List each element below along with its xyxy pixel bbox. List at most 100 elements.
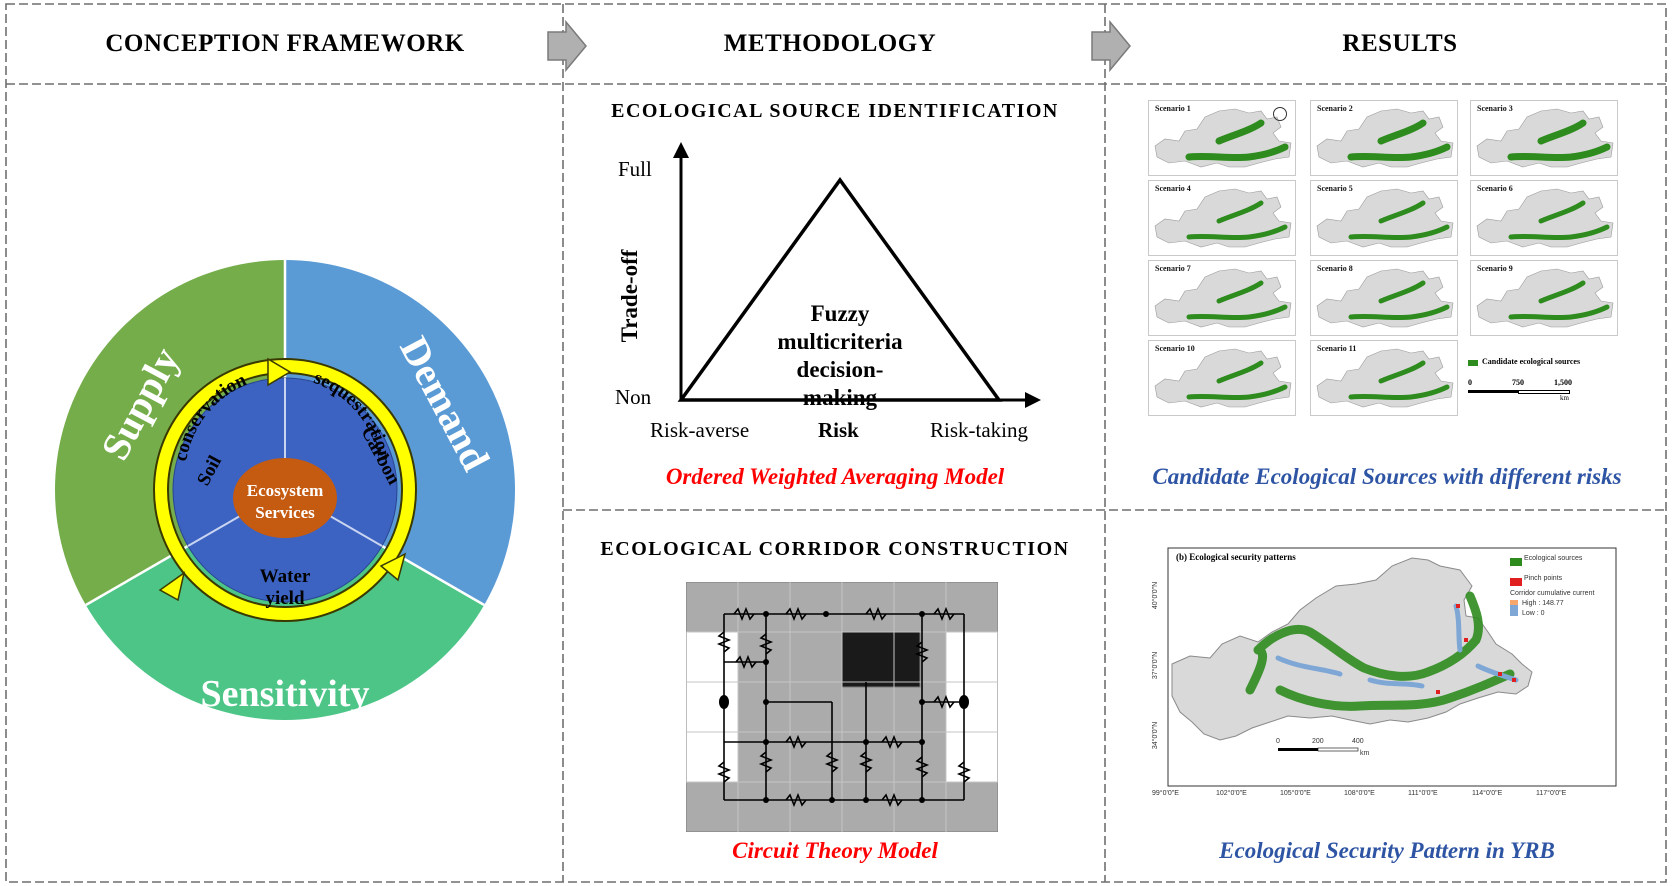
scale-0: 0 [1468,378,1472,387]
esp-scale-unit: km [1360,750,1370,757]
candidate-sources [1348,280,1450,321]
candidate-sources [1186,360,1288,401]
barrier-cell [841,631,921,688]
esp-scale-200: 200 [1312,738,1324,745]
y-axis-title: Trade-off [617,249,642,343]
scenario-label: Scenario 10 [1155,344,1195,353]
scenario-panel: Scenario 1 Scenario 2 Scenario 3 Scenario 4… [1148,100,1628,440]
pinch-points [1436,604,1516,694]
candidate-sources [1186,200,1288,241]
x-label-risk-averse: Risk-averse [650,418,750,442]
candidate-sources [1508,280,1610,321]
esp-caption: Ecological Security Pattern in YRB [1219,838,1555,863]
triangle-label-line1: Fuzzy [810,301,870,326]
triangle-label-line2: multicriteria [777,329,903,354]
esp-legend-low: Low : 0 [1522,610,1545,617]
scale-bar [1468,390,1518,393]
longitude-label: 99°0'0"E [1152,790,1179,797]
scenario-map: Scenario 2 [1310,100,1458,176]
source-node [719,695,729,709]
circuit-caption: Circuit Theory Model [732,838,938,863]
latitude-label: 40°0'0"N [1152,581,1160,610]
sensitivity-label: Sensitivity [200,673,370,715]
esp-scale-0: 0 [1276,738,1280,745]
latitude-label: 37°0'0"N [1152,651,1160,680]
scenario-map: Scenario 7 [1148,260,1296,336]
scenario-label: Scenario 6 [1477,184,1513,193]
y-label-non: Non [615,385,652,409]
esp-scale-400: 400 [1352,738,1364,745]
owa-caption: Ordered Weighted Averaging Model [665,464,1005,489]
scale-1500: 1,500 [1554,378,1572,387]
scenario-map: Scenario 9 [1470,260,1618,336]
triangle-label: Fuzzy multicriteria decision-making [760,300,920,412]
circuit-grid-diagram [686,582,998,832]
scenario-map: Scenario 10 [1148,340,1296,416]
esp-map-graphic [1167,547,1617,787]
ecosystem-services-wheel: conservation sequestration [54,260,516,721]
esp-map: (b) Ecological security patterns Ecologi… [1152,540,1620,800]
candidate-sources [1348,360,1450,401]
scenario-label: Scenario 5 [1317,184,1353,193]
corridor-current [1275,603,1519,689]
center-label: Ecosystem Services [225,480,345,524]
candidate-legend-label: Candidate ecological sources [1482,357,1581,366]
header-results: RESULTS [1342,30,1458,57]
scale-unit: km [1560,394,1569,402]
y-axis-arrowhead-icon [673,142,689,158]
arrow-right-icon [1091,19,1131,73]
candidate-swatch [1468,360,1478,366]
esp-title: (b) Ecological security patterns [1176,552,1296,562]
candidate-sources [1348,200,1450,241]
candidate-sources [1507,119,1611,162]
scenario-map: Scenario 3 [1470,100,1618,176]
candidate-legend: Candidate ecological sources 0 750 1,500… [1468,356,1628,402]
ecosystem-services-core [233,458,337,538]
arrow-right-icon [547,19,587,73]
ecological-sources [1245,591,1515,711]
scenario-map: Scenario 1 [1148,100,1296,176]
water-label-line2: yield [265,588,305,609]
longitude-label: 105°0'0"E [1280,790,1311,797]
esp-legend-sources-swatch [1510,558,1522,566]
scenario-label: Scenario 4 [1155,184,1191,193]
esp-legend-sources: Ecological sources [1524,555,1583,562]
ring-arrow-icon [158,571,186,602]
scenario-label: Scenario 11 [1317,344,1357,353]
x-axis-arrowhead-icon [1025,392,1041,408]
esp-legend-current: Corridor cumulative current [1510,590,1595,597]
esp-legend-pinch-swatch [1510,578,1522,586]
x-label-risk: Risk [818,418,859,442]
candidate-sources [1186,280,1288,321]
longitude-label: 102°0'0"E [1216,790,1247,797]
scale-bar-white [1518,390,1570,394]
water-label-line1: Water [259,566,311,587]
yrb-basin [1171,557,1533,741]
ring-arrow-icon [379,552,407,582]
x-label-risk-taking: Risk-taking [930,418,1028,442]
scenario-label: Scenario 1 [1155,104,1191,113]
scenario-map: Scenario 8 [1310,260,1458,336]
scenario-map: Scenario 5 [1310,180,1458,256]
candidate-caption: Candidate Ecological Sources with differ… [1152,464,1622,489]
ring-arrow-icon [267,357,292,387]
north-arrow-icon [1273,107,1287,121]
latitude-label: 34°0'0"N [1152,721,1160,750]
longitude-label: 111°0'0"E [1408,790,1438,797]
scale-750: 750 [1512,378,1524,387]
scenario-label: Scenario 8 [1317,264,1353,273]
corridor-construction-title: ECOLOGICAL CORRIDOR CONSTRUCTION [600,538,1070,560]
scenario-label: Scenario 2 [1317,104,1353,113]
scenario-map: Scenario 6 [1470,180,1618,256]
esp-legend-pinch: Pinch points [1524,575,1563,582]
scenario-map: Scenario 11 [1310,340,1458,416]
source-identification-title: ECOLOGICAL SOURCE IDENTIFICATION [611,100,1059,122]
center-label-line1: Ecosystem [246,481,324,500]
candidate-sources [1508,200,1610,241]
esp-legend-high: High : 148.77 [1522,600,1564,607]
triangle-label-line3: decision-making [796,357,884,410]
center-label-line2: Services [255,503,315,522]
scenario-label: Scenario 9 [1477,264,1513,273]
